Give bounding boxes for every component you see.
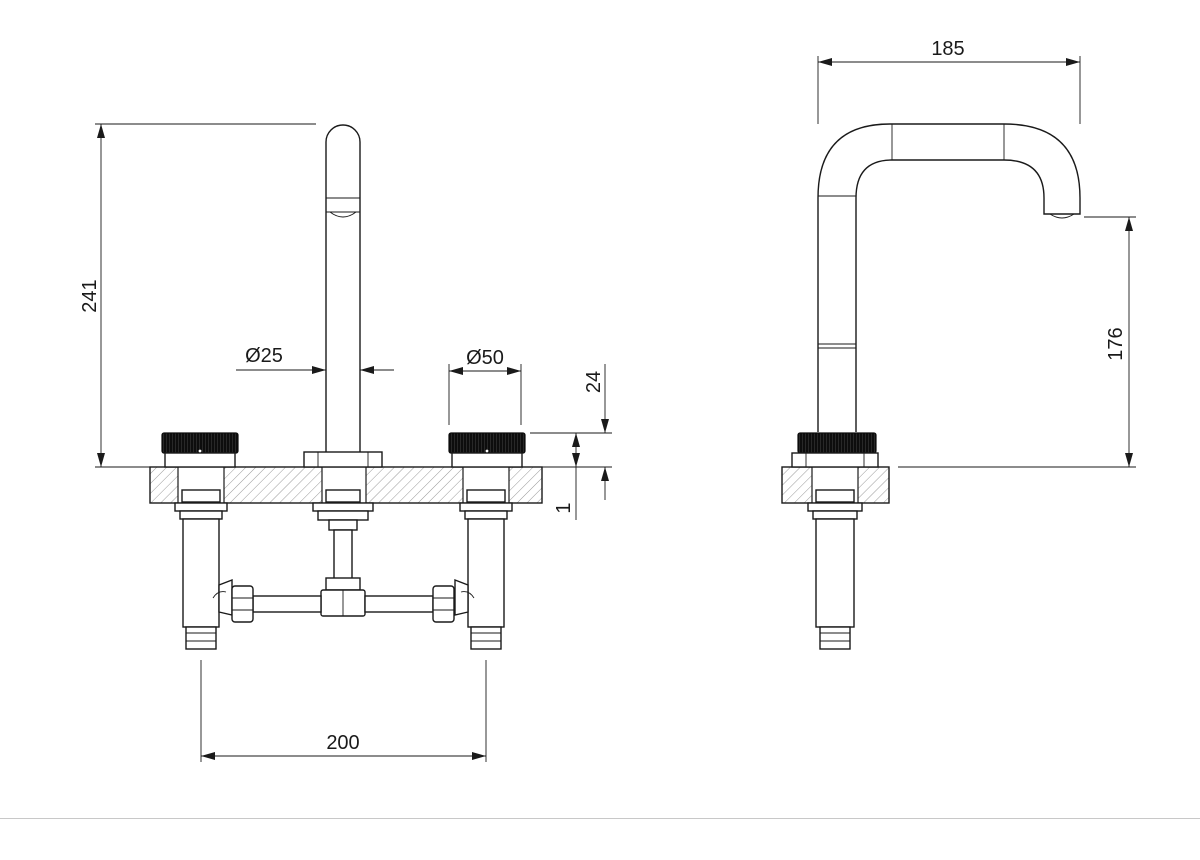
dim-handle-diameter: Ø50 [448, 347, 522, 425]
spout-diameter-label: Ø25 [245, 345, 283, 367]
crossover-pipes [231, 585, 455, 623]
dim-deck-offset: 1 [553, 467, 609, 520]
side-shank [807, 489, 863, 650]
deck-offset-label: 1 [553, 502, 575, 513]
left-valve-body [174, 489, 233, 650]
right-handle-front [448, 432, 526, 468]
handle-diameter-label: Ø50 [466, 347, 504, 369]
right-valve-body [454, 489, 513, 650]
footer-divider [0, 818, 1200, 819]
dim-center-spacing: 200 [200, 660, 487, 762]
dim-handle-height: 24 [530, 364, 612, 468]
spout-front [303, 124, 383, 468]
dim-outlet-height: 176 [898, 216, 1136, 468]
overall-height-label: 241 [79, 279, 101, 312]
outlet-height-label: 176 [1105, 327, 1127, 360]
dim-spout-reach: 185 [817, 38, 1081, 124]
left-handle-front [161, 432, 239, 468]
spout-side [817, 123, 1081, 432]
side-view: 185 176 [781, 38, 1136, 650]
dim-overall-height: 241 [79, 123, 316, 468]
center-shank-and-tee [312, 489, 374, 617]
handle-height-label: 24 [583, 371, 605, 393]
center-spacing-label: 200 [326, 732, 359, 754]
dim-spout-diameter: Ø25 [236, 345, 394, 374]
handle-side [791, 432, 879, 468]
spout-reach-label: 185 [931, 38, 964, 60]
front-view: 241 Ø25 Ø50 24 [79, 123, 612, 762]
